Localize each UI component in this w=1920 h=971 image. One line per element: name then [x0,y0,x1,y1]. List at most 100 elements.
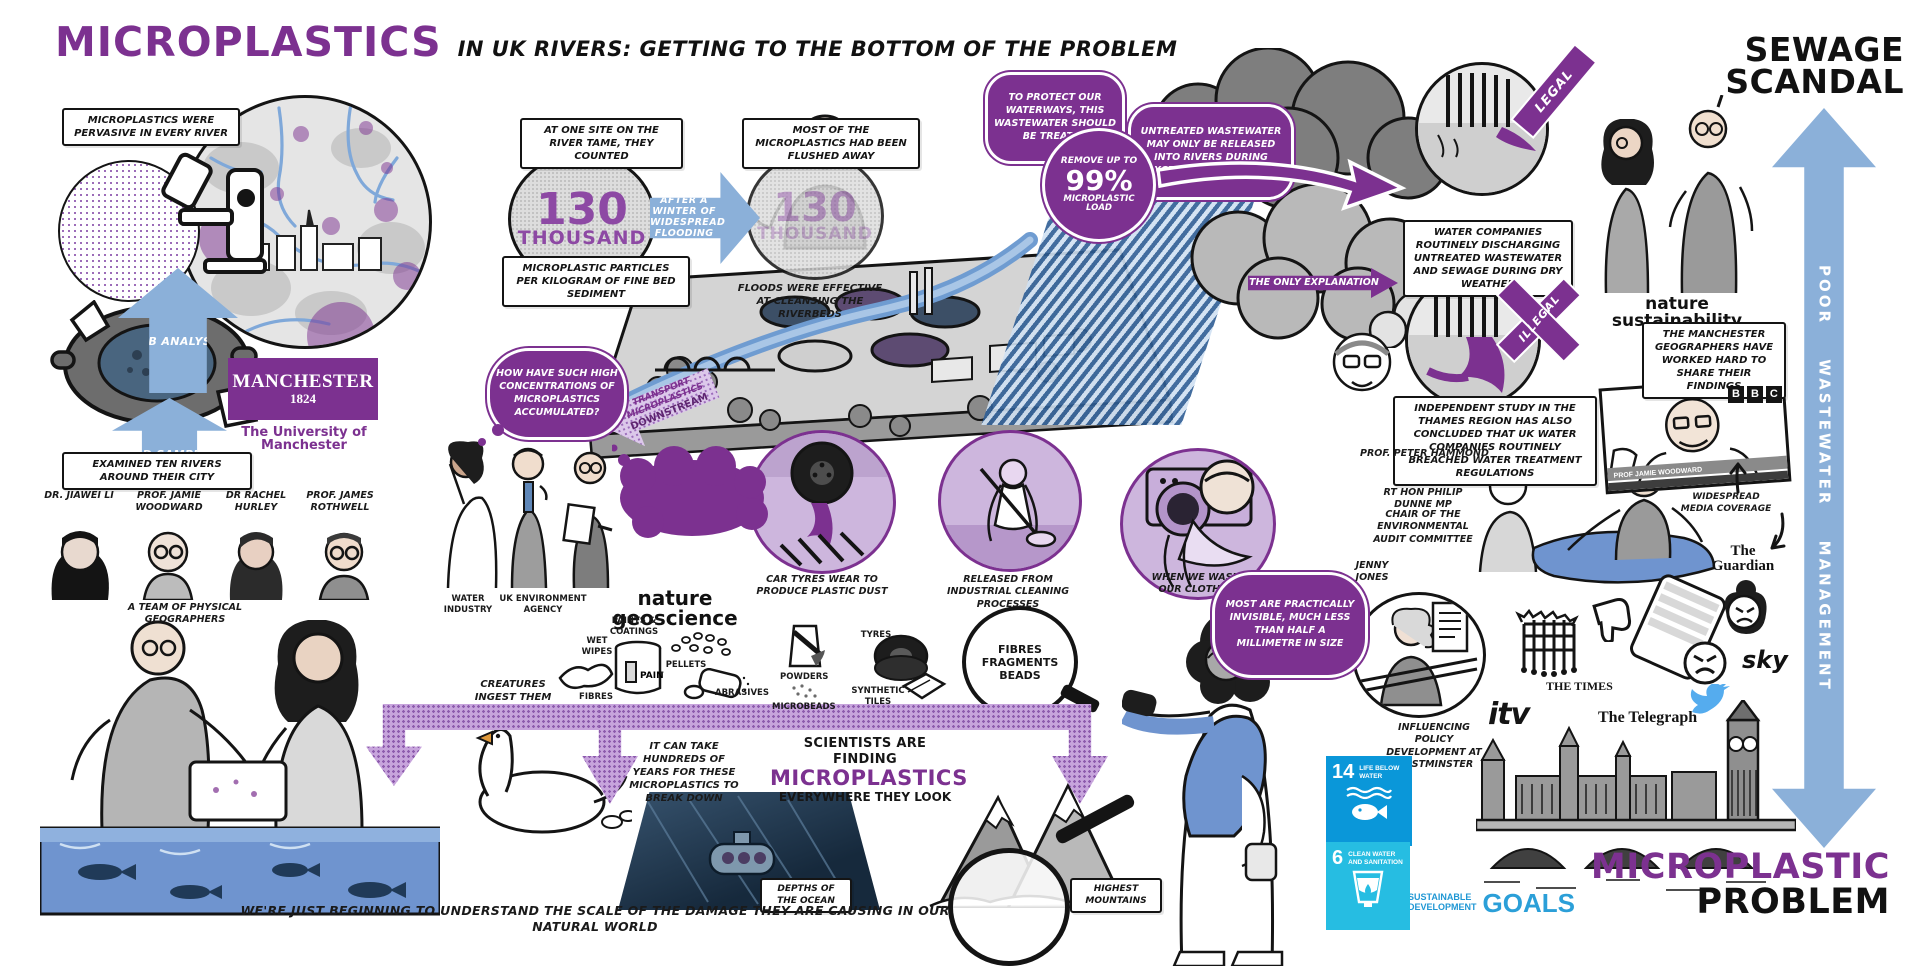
guardian-logo: The Guardian [1711,543,1775,574]
portcullis-icon [1515,608,1579,677]
product-label: PAINTS & COATINGS [609,616,659,638]
remove-pre: REMOVE UP TO [1060,155,1138,166]
bbc-block: B [1746,386,1763,403]
ocean-label: DEPTHS OF THE OCEAN [760,878,852,914]
widespread-label: WIDESPREAD MEDIA COVERAGE [1680,492,1772,514]
product-label: MICROBEADS [772,702,836,712]
page-title: MICROPLASTICS IN UK RIVERS: GETTING TO T… [55,22,1177,63]
magnifier-fragments: FRAGMENTS [981,655,1059,669]
university-logo: MANCHESTER 1824 [228,358,378,420]
twitter-bird-icon [1690,684,1730,714]
finding-line3: EVERYWHERE THEY LOOK [778,790,952,805]
breakdown-label: IT CAN TAKE HUNDREDS OF YEARS FOR THESE … [629,741,739,804]
tyre-icon [873,634,929,681]
angry-emoji-icon [1683,641,1727,685]
sdg-6-label: CLEAN WATER AND SANITATION [1348,851,1403,866]
only-explanation-arrow: THE ONLY EXPLANATION [1249,277,1379,289]
count-number-faded: 130 [773,184,857,231]
product-label: ABRASIVES [715,688,769,698]
water-companies-box: WATER COMPANIES ROUTINELY DISCHARGING UN… [1403,220,1573,297]
university-year: 1824 [290,390,316,406]
sdg-word-line2: DEVELOPMENT [1408,902,1477,912]
thought-dot [492,424,504,436]
sdg-6-water-icon [1352,870,1384,907]
big-magnifier-glass [948,848,1070,966]
problem-line2: PROBLEM [1696,882,1890,922]
magnifier-beads: BEADS [999,668,1041,682]
sdg-word-line1: SUSTAINABLE [1408,892,1472,903]
sdg-goals-word: GOALS [1482,888,1575,918]
westminster-illustration [1476,700,1796,891]
poor-wastewater-label: POOR WASTEWATER MANAGEMENT [1815,264,1834,692]
product-label: POWDERS [780,672,829,682]
invisible-bubble: MOST ARE PRACTICALLY INVISIBLE, MUCH LES… [1212,572,1368,678]
illegal-cross-icon: ILLEGAL [1496,278,1580,362]
remove-post: MICROPLASTIC LOAD [1063,193,1135,213]
bbc-tv-screen: PROF JAMIE WOODWARD [1598,375,1792,495]
scientists-finding-block: SCIENTISTS ARE FINDING MICROPLASTICS EVE… [770,736,968,805]
car-tyres-caption: CAR TYRES WEAR TO PRODUCE PLASTIC DUST [756,574,888,598]
magnifier-circle: FIBRES FRAGMENTS BEADS [962,606,1078,718]
page-title-highlight: MICROPLASTICS [55,18,442,66]
site-count-box: AT ONE SITE ON THE RIVER TAME, THEY COUN… [520,118,683,169]
agency-people-illustration [446,441,613,589]
sdg-6-tile: 6 CLEAN WATER AND SANITATION [1326,842,1410,930]
redacted-thought-bubble [612,444,768,538]
telegraph-logo: The Telegraph [1598,709,1698,726]
finding-line2: MICROPLASTICS [770,766,968,791]
angry-reader-face [1724,580,1767,634]
microbeads-icon [792,684,817,698]
washing-caption: WHEN WE WASH OUR CLOTHES [1151,572,1241,596]
researcher-name: PROF. JAMIE WOODWARD [135,490,203,514]
count-word-faded: THOUSAND [757,223,873,244]
sdg-6-number: 6 [1332,847,1344,869]
up-arrow-doodle [1729,462,1747,494]
product-label: SYNTHETIC TILES [851,686,905,708]
microscope-icon [161,152,267,274]
thumbs-down-icon [1592,598,1632,642]
paint-can-icon: PAINT [614,640,664,695]
dunne-role-label: CHAIR OF THE ENVIRONMENTAL AUDIT COMMITT… [1373,509,1473,545]
lab-analysis-label: LAB ANALYSIS [132,335,224,349]
page-title-rest: IN UK RIVERS: GETTING TO THE BOTTOM OF T… [457,37,1178,61]
unit-box: MICROPLASTIC PARTICLES PER KILOGRAM OF F… [502,256,690,307]
researcher-name: DR. JIAWEI LI [44,490,114,501]
question-thought-bubble: HOW HAVE SUCH HIGH CONCENTRATIONS OF MIC… [487,348,627,440]
field-sampling-scene [40,620,440,916]
pellets-icon [671,632,731,656]
remove-value: 99% [1065,163,1133,197]
flood-arrow-label: AFTER A WINTER OF WIDESPREAD FLOODING [650,195,726,239]
sky-logo: sky [1742,646,1788,674]
sdg-14-number: 14 [1332,761,1355,783]
floods-effective-label: FLOODS WERE EFFECTIVE AT CLEANSING THE R… [737,283,883,320]
count-word: THOUSAND [517,227,647,250]
problem-line1: MICROPLASTIC [1590,847,1890,887]
researcher-name: PROF. JAMES ROTHWELL [306,490,374,514]
sewage-scandal-title: SEWAGE SCANDAL [1725,30,1904,102]
env-agency-label: UK ENVIRONMENT AGENCY [499,594,587,616]
nature-geoscience-logo: nature geoscience [612,586,738,630]
jenny-jones-circle [1352,592,1486,718]
water-industry-label: WATER INDUSTRY [443,594,493,616]
team-label: A TEAM OF PHYSICAL GEOGRAPHERS [127,602,243,626]
sdg-wordmark: SUSTAINABLE DEVELOPMENT GOALS [1408,890,1575,916]
sdg-14-tile: 14 LIFE BELOW WATER [1326,756,1412,846]
sdg-14-label: LIFE BELOW WATER [1359,765,1400,780]
synthetic-tile-icon [901,672,947,700]
down-arrow-doodle [1770,512,1786,550]
product-label: FIBRES [579,692,613,702]
svg-text:PAINT: PAINT [640,671,664,681]
legal-outfall-circle [1415,62,1549,196]
thought-dot [478,438,486,446]
university-name: MANCHESTER [232,370,374,392]
wet-wipe-icon [558,663,614,689]
finding-line1: SCIENTISTS ARE FINDING [803,736,927,767]
pathway-band [386,704,1086,730]
release-arrow [1156,158,1407,211]
bottom-caption: WE'RE JUST BEGINNING TO UNDERSTAND THE S… [240,903,950,935]
independent-study-box: INDEPENDENT STUDY IN THE THAMES REGION H… [1393,396,1597,486]
bbc-logo: B B C [1728,386,1782,403]
itv-logo: itv [1488,697,1530,732]
influencing-label: INFLUENCING POLICY DEVELOPMENT AT WESTMI… [1386,722,1482,771]
